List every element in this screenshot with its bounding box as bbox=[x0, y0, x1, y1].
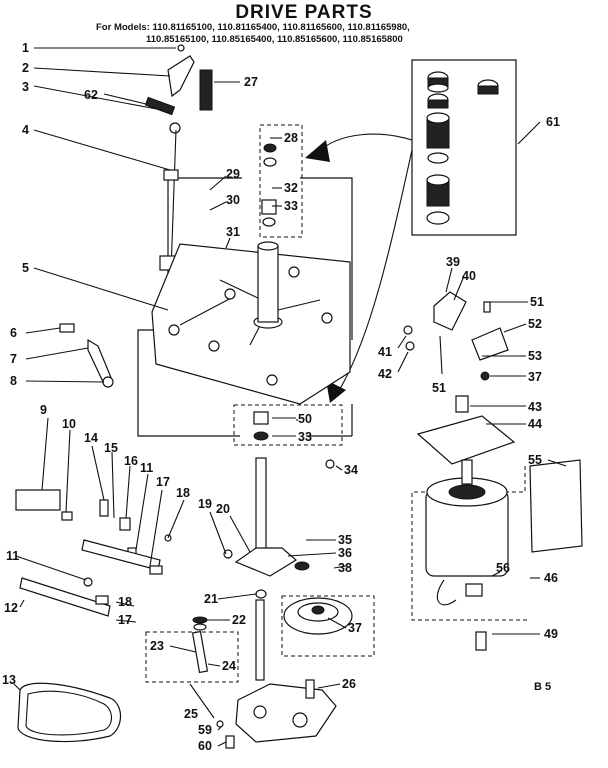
lower-seals bbox=[253, 411, 335, 469]
pulley-box bbox=[281, 595, 375, 657]
callout-32: 32 bbox=[284, 181, 298, 195]
callout-9: 9 bbox=[40, 403, 47, 417]
mounting-plate bbox=[151, 241, 351, 405]
seal-kit-box-upper bbox=[259, 124, 303, 238]
callout-5: 5 bbox=[22, 261, 29, 275]
callout-59: 59 bbox=[198, 723, 212, 737]
callout-42: 42 bbox=[378, 367, 392, 381]
callout-61: 61 bbox=[546, 115, 560, 129]
callout-49: 49 bbox=[544, 627, 558, 641]
callout-29: 29 bbox=[226, 167, 240, 181]
callout-4: 4 bbox=[22, 123, 29, 137]
callout-36: 36 bbox=[338, 546, 352, 560]
callout-12: 12 bbox=[4, 601, 18, 615]
callout-labels: 1 2 3 62 27 4 28 29 32 30 33 31 5 61 6 7… bbox=[2, 41, 560, 753]
callout-53: 53 bbox=[528, 349, 542, 363]
callout-31: 31 bbox=[226, 225, 240, 239]
arrow-head-lower bbox=[326, 380, 346, 403]
callout-30: 30 bbox=[226, 193, 240, 207]
callout-37-pulley: 37 bbox=[348, 621, 362, 635]
callout-17-lower: 17 bbox=[118, 613, 132, 627]
callout-17-upper: 17 bbox=[156, 475, 170, 489]
callout-37-motor: 37 bbox=[528, 370, 542, 384]
callout-11-lower: 11 bbox=[6, 549, 19, 563]
callout-19: 19 bbox=[198, 497, 212, 511]
callout-50: 50 bbox=[298, 412, 312, 426]
callout-6: 6 bbox=[10, 326, 17, 340]
callout-52: 52 bbox=[528, 317, 542, 331]
callout-14: 14 bbox=[84, 431, 98, 445]
callout-8: 8 bbox=[10, 374, 17, 388]
seal-kit-box-lower bbox=[233, 404, 343, 446]
drive-pulley bbox=[283, 597, 353, 635]
callout-18-lower: 18 bbox=[118, 595, 132, 609]
callout-20: 20 bbox=[216, 502, 230, 516]
callout-43: 43 bbox=[528, 400, 542, 414]
callout-41: 41 bbox=[378, 345, 392, 359]
upper-seals bbox=[261, 143, 277, 227]
seal-kit-parts bbox=[426, 71, 499, 225]
callout-15: 15 bbox=[104, 441, 118, 455]
leader-lines bbox=[13, 47, 567, 747]
callout-51-upper: 51 bbox=[530, 295, 544, 309]
callout-1: 1 bbox=[22, 41, 29, 55]
callout-23: 23 bbox=[150, 639, 164, 653]
callout-3: 3 bbox=[22, 80, 29, 94]
callout-56: 56 bbox=[496, 561, 510, 575]
arrow-upper-shaft bbox=[317, 133, 413, 153]
callout-33-upper: 33 bbox=[284, 199, 298, 213]
page-code: B 5 bbox=[534, 681, 551, 693]
callout-27: 27 bbox=[244, 75, 258, 89]
callout-35: 35 bbox=[338, 533, 352, 547]
models-prefix: For Models: bbox=[96, 22, 150, 33]
clutch-pin bbox=[191, 616, 209, 674]
diagram-title: DRIVE PARTS bbox=[235, 2, 373, 23]
callout-18-upper: 18 bbox=[176, 486, 190, 500]
motor-box-outline bbox=[411, 466, 530, 621]
drive-belt bbox=[17, 682, 122, 743]
model-line-2: 110.85165100, 110.85165400, 110.85165600… bbox=[96, 34, 596, 46]
models-line1: 110.81165100, 110.81165400, 110.81165600… bbox=[152, 22, 410, 33]
callout-25: 25 bbox=[184, 707, 198, 721]
callout-2: 2 bbox=[22, 61, 29, 75]
seal-kit-box-61 bbox=[411, 59, 517, 236]
model-line-1: For Models: 110.81165100, 110.81165400, … bbox=[96, 22, 596, 34]
callout-28: 28 bbox=[284, 131, 298, 145]
callout-55: 55 bbox=[528, 453, 542, 467]
callout-11-upper: 11 bbox=[140, 461, 153, 475]
motor-assembly bbox=[403, 291, 583, 651]
callout-46: 46 bbox=[544, 571, 558, 585]
arrow-head-upper bbox=[305, 140, 330, 162]
callout-22: 22 bbox=[232, 613, 246, 627]
transmission-group-outline-right bbox=[300, 177, 353, 340]
callout-34: 34 bbox=[344, 463, 358, 477]
callout-51-lower: 51 bbox=[432, 381, 446, 395]
callout-21: 21 bbox=[204, 592, 218, 606]
drive-shaft bbox=[223, 457, 310, 681]
model-list: For Models: 110.81165100, 110.81165400, … bbox=[96, 22, 596, 46]
callout-33-lower: 33 bbox=[298, 430, 312, 444]
callout-62: 62 bbox=[84, 88, 98, 102]
models-line2: 110.85165100, 110.85165400, 110.85165600… bbox=[146, 34, 403, 45]
callout-24: 24 bbox=[222, 659, 236, 673]
callout-40: 40 bbox=[462, 269, 476, 283]
callout-10: 10 bbox=[62, 417, 76, 431]
transmission-housing bbox=[216, 679, 337, 749]
callout-26: 26 bbox=[342, 677, 356, 691]
pin-box bbox=[145, 631, 239, 683]
callout-44: 44 bbox=[528, 417, 542, 431]
callout-39: 39 bbox=[446, 255, 460, 269]
callout-60: 60 bbox=[198, 739, 212, 753]
callout-13: 13 bbox=[2, 673, 16, 687]
callout-7: 7 bbox=[10, 352, 17, 366]
callout-16: 16 bbox=[124, 454, 138, 468]
drive-belt-inner bbox=[25, 690, 113, 736]
callout-38: 38 bbox=[338, 561, 352, 575]
